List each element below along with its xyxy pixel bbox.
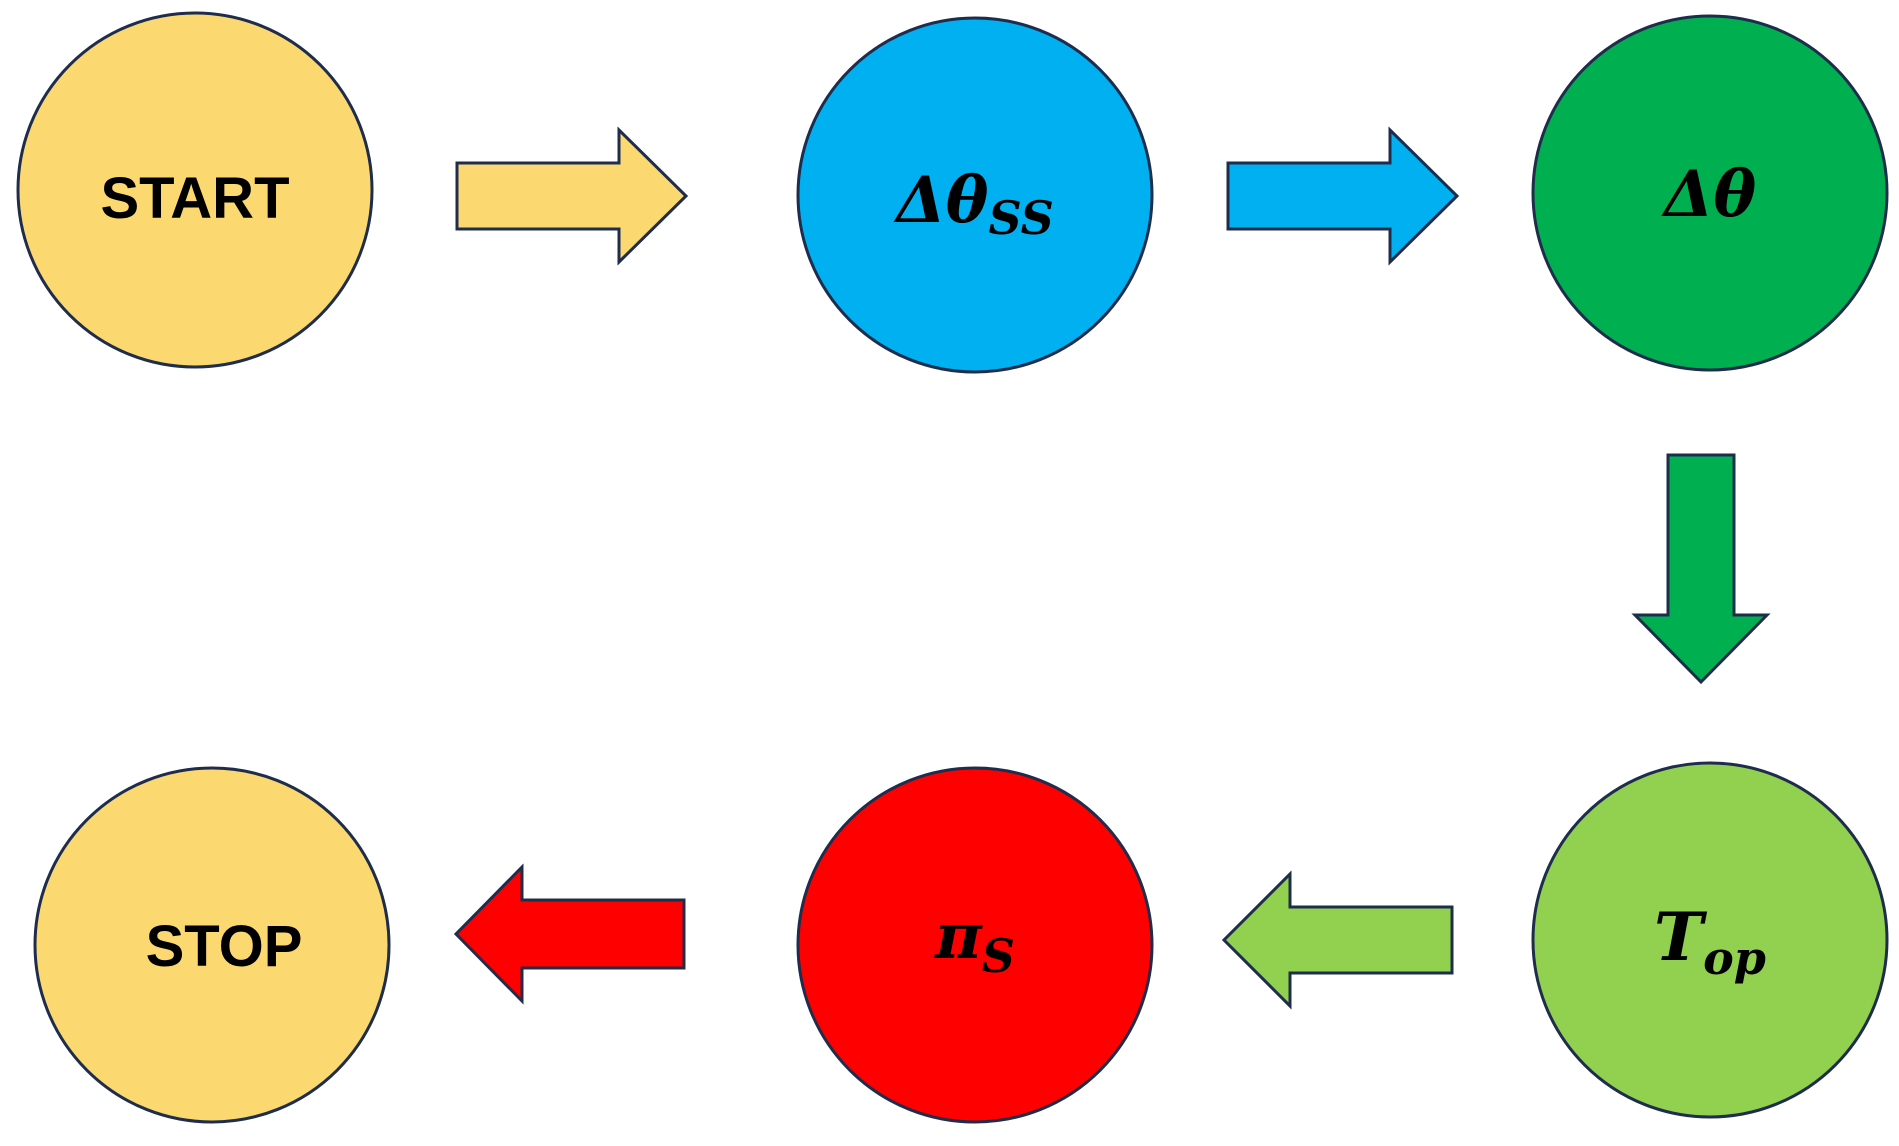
node-pi-s-label: πS (934, 899, 1015, 983)
node-delta-theta-ss: ΔθSS (796, 16, 1154, 374)
node-t-op: Top (1531, 761, 1889, 1119)
node-t-op-label: Top (1654, 898, 1766, 985)
node-start: START (16, 11, 374, 369)
node-delta-theta-ss-circle (796, 16, 1154, 374)
node-delta-theta-ss-label: ΔθSS (893, 163, 1054, 245)
node-start-label: START (100, 166, 289, 231)
node-delta-theta: Δθ (1531, 14, 1889, 372)
delta-theta-ss-symbol: Δθ (893, 163, 989, 238)
node-t-op-circle (1531, 761, 1889, 1119)
node-delta-theta-circle (1531, 14, 1889, 372)
t-op-symbol: T (1654, 898, 1708, 976)
pi-s-subscript: S (982, 929, 1015, 983)
node-pi-s: πS (796, 766, 1154, 1124)
node-pi-s-circle (796, 766, 1154, 1124)
arrow-pi-s-to-stop (453, 863, 686, 1005)
t-op-subscript: op (1703, 931, 1766, 985)
node-stop: STOP (33, 766, 391, 1124)
pi-s-symbol: π (934, 899, 983, 974)
arrow-delta-theta-ss-to-delta-theta (1226, 126, 1460, 266)
arrow-t-op-to-pi-s (1221, 870, 1454, 1010)
node-stop-label: STOP (146, 914, 303, 979)
arrow-start-to-delta-theta-ss (455, 126, 689, 266)
node-stop-circle (33, 766, 391, 1124)
arrow-delta-theta-to-t-op (1631, 453, 1771, 685)
node-delta-theta-label: Δθ (1661, 157, 1757, 232)
delta-theta-ss-subscript: SS (988, 191, 1053, 245)
node-start-circle (16, 11, 374, 369)
